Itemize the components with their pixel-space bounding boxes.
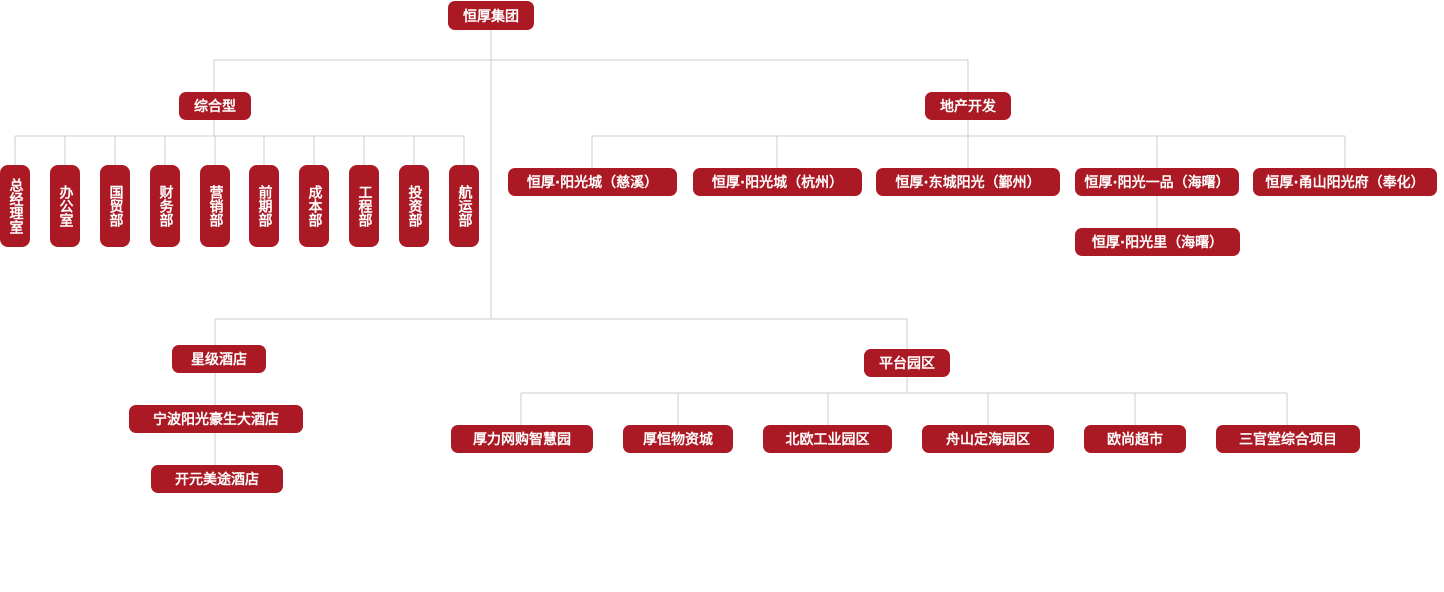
park-node: 三官堂综合项目 <box>1216 425 1360 453</box>
hotel-node: 宁波阳光豪生大酒店 <box>129 405 303 433</box>
project-node: 恒厚·阳光一品（海曙） <box>1075 168 1239 196</box>
root-node: 恒厚集团 <box>448 1 534 30</box>
hotel-node: 开元美途酒店 <box>151 465 283 493</box>
dept-node: 投资部 <box>399 165 429 247</box>
dept-node: 航运部 <box>449 165 479 247</box>
dept-node: 财务部 <box>150 165 180 247</box>
sub-project-node: 恒厚·阳光里（海曙） <box>1075 228 1240 256</box>
branch-general: 综合型 <box>179 92 251 120</box>
park-node: 欧尚超市 <box>1084 425 1186 453</box>
park-node: 厚力网购智慧园 <box>451 425 593 453</box>
dept-node: 国贸部 <box>100 165 130 247</box>
dept-node: 营销部 <box>200 165 230 247</box>
dept-node: 工程部 <box>349 165 379 247</box>
branch-park: 平台园区 <box>864 349 950 377</box>
branch-hotel: 星级酒店 <box>172 345 266 373</box>
project-node: 恒厚·东城阳光（鄞州） <box>876 168 1060 196</box>
dept-node: 前期部 <box>249 165 279 247</box>
project-node: 恒厚·甬山阳光府（奉化） <box>1253 168 1437 196</box>
branch-realestate: 地产开发 <box>925 92 1011 120</box>
dept-node: 总经理室 <box>0 165 30 247</box>
dept-node: 办公室 <box>50 165 80 247</box>
park-node: 厚恒物资城 <box>623 425 733 453</box>
park-node: 北欧工业园区 <box>763 425 892 453</box>
project-node: 恒厚·阳光城（杭州） <box>693 168 862 196</box>
park-node: 舟山定海园区 <box>922 425 1054 453</box>
dept-node: 成本部 <box>299 165 329 247</box>
project-node: 恒厚·阳光城（慈溪） <box>508 168 677 196</box>
